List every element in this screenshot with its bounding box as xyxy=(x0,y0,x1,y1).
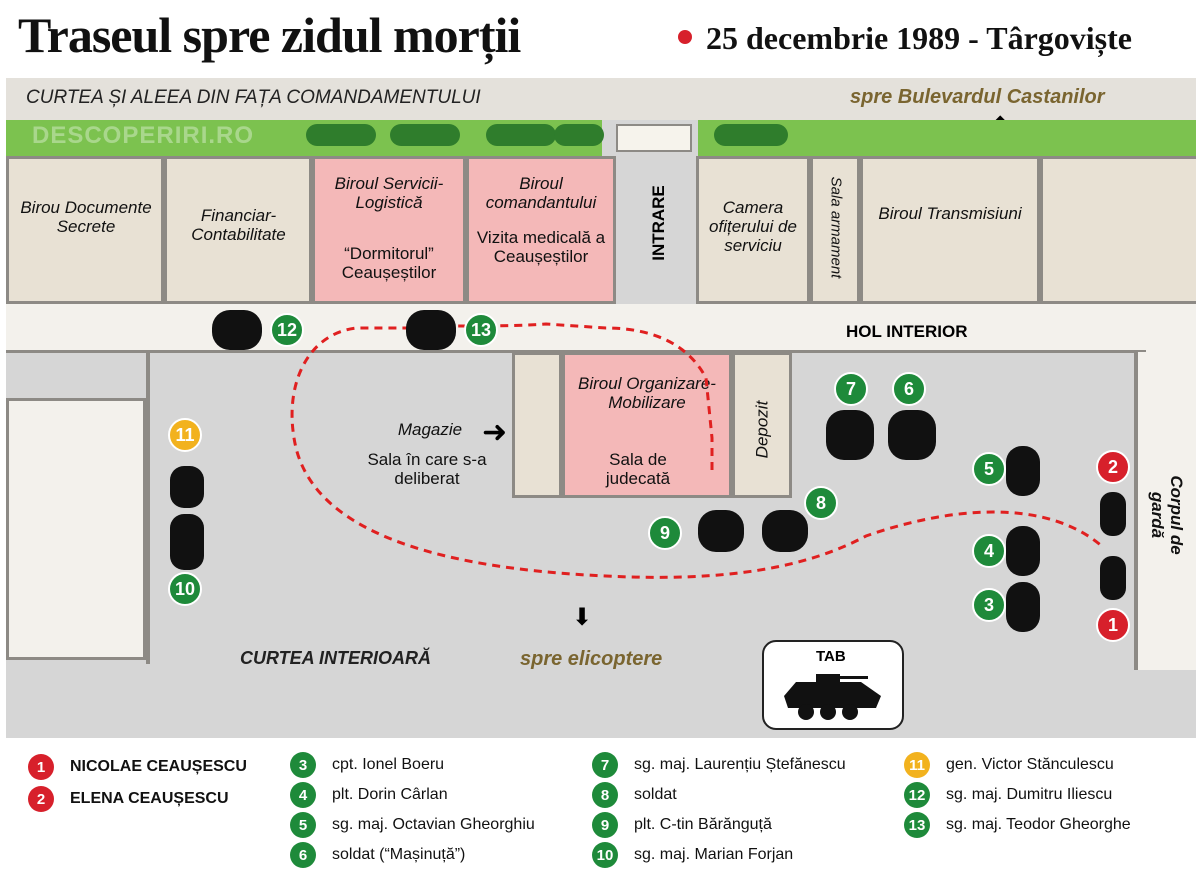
room-camera xyxy=(696,156,810,304)
soldier-figure xyxy=(826,410,874,460)
soldier-figure xyxy=(1006,446,1040,496)
floor-plan-map: CURTEA ȘI ALEEA DIN FAȚA COMANDAMENTULUI… xyxy=(6,78,1196,738)
room-transmisiuni xyxy=(860,156,1040,304)
corridor-wall xyxy=(6,350,1146,353)
sala-deliberat-label: Sala în care s-a deliberat xyxy=(367,450,487,488)
front-yard-label: CURTEA ȘI ALEEA DIN FAȚA COMANDAMENTULUI xyxy=(26,87,481,108)
soldier-figure xyxy=(170,514,204,570)
soldier-figure xyxy=(212,310,262,350)
courtyard-label: CURTEA INTERIOARĂ xyxy=(240,648,432,668)
room-armament xyxy=(810,156,860,304)
room-depozit xyxy=(732,352,792,498)
nicolae-figure xyxy=(1100,556,1126,600)
soldier-figure xyxy=(888,410,936,460)
watermark: DESCOPERIRI.RO xyxy=(32,122,255,149)
to-boulevard-label: spre Bulevardul Castanilor xyxy=(850,86,1105,108)
bush-icon xyxy=(554,124,604,146)
room-organizare xyxy=(562,352,732,498)
room-magazie xyxy=(512,352,562,498)
guard-wall xyxy=(1134,352,1138,670)
room-financiar-label: Financiar-Contabilitate xyxy=(191,206,286,244)
marker-11: 11 xyxy=(168,418,202,452)
marker-12: 12 xyxy=(270,313,304,347)
room-camera-label: Camera ofițerului de serviciu xyxy=(709,198,797,255)
room-transmisiuni-label: Biroul Transmisiuni xyxy=(878,204,1022,223)
room-servicii xyxy=(312,156,466,304)
marker-5: 5 xyxy=(972,452,1006,486)
bush-icon xyxy=(714,124,788,146)
room-servicii-label: Biroul Servicii-Logistică xyxy=(334,174,444,212)
soldier-figure xyxy=(698,510,744,552)
armored-vehicle-icon xyxy=(784,674,881,720)
marker-7: 7 xyxy=(834,372,868,406)
marker-13: 13 xyxy=(464,313,498,347)
marker-4: 4 xyxy=(972,534,1006,568)
room-documente xyxy=(6,156,164,304)
room-judecata-label: Sala de judecată xyxy=(605,450,671,488)
arrow-right-icon: ➜ xyxy=(482,416,508,449)
marker-1: 1 xyxy=(1096,608,1130,642)
page-title: Traseul spre zidul morții xyxy=(18,7,521,63)
marker-6: 6 xyxy=(892,372,926,406)
room-dormitorul-label: “Dormitorul” Ceaușeștilor xyxy=(341,244,437,282)
left-wall xyxy=(146,352,150,664)
front-yard-band xyxy=(6,78,1196,120)
marker-2: 2 xyxy=(1096,450,1130,484)
corpul-de-garda xyxy=(1138,352,1196,670)
route-path xyxy=(290,322,1106,579)
marker-3: 3 xyxy=(972,588,1006,622)
page-subtitle: 25 decembrie 1989 - Târgoviște xyxy=(706,20,1132,56)
to-heli-label: spre elicoptere xyxy=(520,648,663,670)
arrow-down-icon: ⬇ xyxy=(572,604,593,631)
room-east xyxy=(1040,156,1196,304)
left-block xyxy=(6,398,146,660)
soldier-figure xyxy=(1006,526,1040,576)
bush-icon xyxy=(306,124,376,146)
room-comandant xyxy=(466,156,616,304)
magazie-label: Magazie xyxy=(397,420,463,439)
room-comandant-label: Biroul comandantului xyxy=(485,174,597,212)
soldier-figure xyxy=(406,310,456,350)
room-vizita-label: Vizita medicală a Ceaușeștilor xyxy=(476,228,606,266)
marker-8: 8 xyxy=(804,486,838,520)
marker-10: 10 xyxy=(168,572,202,606)
bush-icon xyxy=(486,124,556,146)
soldier-figure xyxy=(762,510,808,552)
tab-label: TAB xyxy=(816,648,846,665)
title-separator-dot xyxy=(678,30,692,44)
hol-label: HOL INTERIOR xyxy=(846,322,968,341)
bush-icon xyxy=(390,124,460,146)
marker-9: 9 xyxy=(648,516,682,550)
general-figure xyxy=(170,466,204,508)
room-documente-label: Birou Documente Secrete xyxy=(20,198,152,236)
room-organizare-label: Biroul Organizare-Mobilizare xyxy=(578,374,716,412)
entrance-steps xyxy=(616,124,692,152)
room-financiar xyxy=(164,156,312,304)
soldier-figure xyxy=(1006,582,1040,632)
elena-figure xyxy=(1100,492,1126,536)
